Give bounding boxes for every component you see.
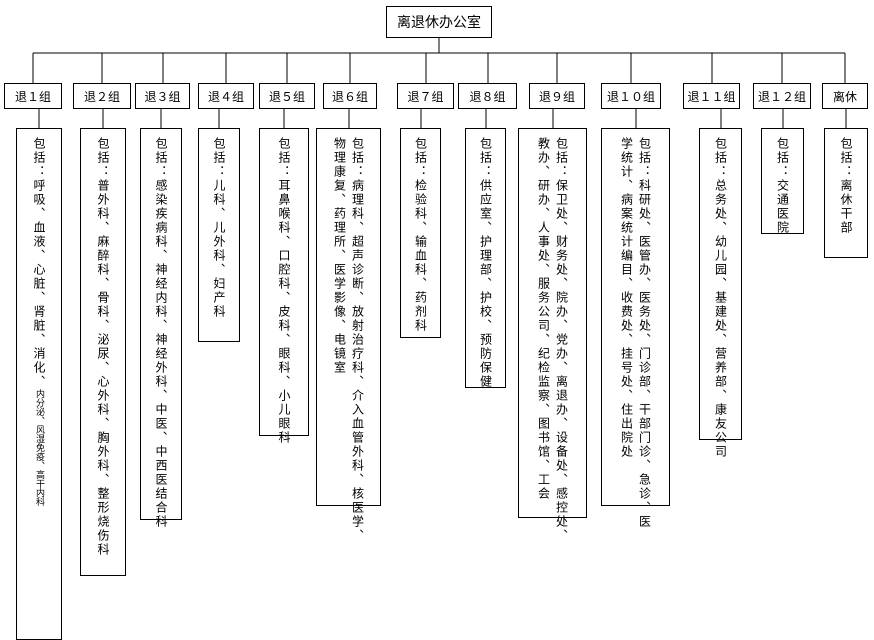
detail-column: 包括：呼吸、血液、心脏、肾脏、消化、内分泌、风湿免疫、高干内科 <box>31 137 47 639</box>
detail-node-g10: 包括：科研处、医管办、医务处、门诊部、干部门诊、急诊、医学统计、病案统计编目、收… <box>601 128 670 529</box>
group-node-g12: 退１２组 <box>753 83 811 109</box>
detail-node-g5: 包括：耳鼻喉科、口腔科、皮科、眼科、小儿眼科 <box>259 128 309 445</box>
group-node-g13: 离休 <box>822 83 868 109</box>
root-node: 离退休办公室 <box>386 6 492 38</box>
detail-column: 包括：总务处、幼儿园、基建处、营养部、康友公司 <box>713 137 729 459</box>
detail-text: 包括：呼吸、血液、心脏、肾脏、消化、 <box>32 137 46 389</box>
group-label: 退１１组 <box>687 89 736 104</box>
detail-text: 包括：耳鼻喉科、口腔科、皮科、眼科、小儿眼科 <box>277 137 291 445</box>
detail-column: 包括：儿科、儿外科、妇产科 <box>211 137 227 341</box>
group-node-g10: 退１０组 <box>601 83 661 109</box>
group-node-g1: 退１组 <box>4 83 62 109</box>
group-label: 退１２组 <box>757 89 806 104</box>
detail-node-g9: 包括：保卫处、财务处、院办、党办、离退办、设备处、感控处、教办、研办、人事处、服… <box>518 128 587 543</box>
group-node-g7: 退７组 <box>397 83 454 109</box>
detail-text: 包括：科研处、医管办、医务处、门诊部、干部门诊、急诊、医 <box>637 137 652 529</box>
group-label: 退１０组 <box>606 89 655 104</box>
detail-node-g8: 包括：供应室、护理部、护校、预防保健 <box>465 128 506 389</box>
detail-text-small: 内分泌、风湿免疫、高干内科 <box>34 389 44 506</box>
detail-text: 包括：病理科、超声诊断、放射治疗科、介入血管外科、核医学、 <box>350 137 365 543</box>
detail-node-g7: 包括：检验科、输血科、药剂科 <box>400 128 441 338</box>
detail-text: 包括：供应室、护理部、护校、预防保健 <box>478 137 493 389</box>
detail-column: 物理康复、药理所、医学影像、电镜室 <box>332 137 348 505</box>
group-label: 退７组 <box>407 89 444 104</box>
group-label: 退４组 <box>207 89 244 104</box>
detail-node-g12: 包括：交通医院 <box>761 128 804 235</box>
group-node-g8: 退８组 <box>458 83 517 109</box>
root-label: 离退休办公室 <box>397 15 481 31</box>
group-node-g4: 退４组 <box>198 83 254 109</box>
group-node-g6: 退６组 <box>323 83 377 109</box>
detail-text: 包括：感染疾病科、神经内科、神经外科、中医、中西医结合科 <box>154 137 168 529</box>
group-node-g2: 退２组 <box>73 83 131 109</box>
group-node-g5: 退５组 <box>259 83 315 109</box>
detail-column: 包括：供应室、护理部、护校、预防保健 <box>478 137 494 389</box>
detail-node-g11: 包括：总务处、幼儿园、基建处、营养部、康友公司 <box>699 128 742 459</box>
detail-column: 教办、研办、人事处、服务公司、纪检监察、图书馆、工会 <box>536 137 552 517</box>
detail-text: 包括：交通医院 <box>775 137 790 235</box>
detail-text: 教办、研办、人事处、服务公司、纪检监察、图书馆、工会 <box>536 137 551 501</box>
detail-node-g13: 包括：离休干部 <box>824 128 868 258</box>
detail-column: 包括：保卫处、财务处、院办、党办、离退办、设备处、感控处、 <box>554 137 570 543</box>
detail-column: 学统计、病案统计编目、收费处、挂号处、住出院处 <box>619 137 635 505</box>
group-label: 退６组 <box>331 89 368 104</box>
group-label: 退３组 <box>144 89 181 104</box>
group-node-g11: 退１１组 <box>683 83 740 109</box>
detail-node-g3: 包括：感染疾病科、神经内科、神经外科、中医、中西医结合科 <box>140 128 182 529</box>
detail-column: 包括：耳鼻喉科、口腔科、皮科、眼科、小儿眼科 <box>276 137 292 445</box>
detail-column: 包括：离休干部 <box>838 137 854 257</box>
detail-node-g2: 包括：普外科、麻醉科、骨科、泌尿、心外科、胸外科、整形烧伤科 <box>80 128 126 576</box>
group-label: 离休 <box>832 89 857 104</box>
detail-column: 包括：普外科、麻醉科、骨科、泌尿、心外科、胸外科、整形烧伤科 <box>95 137 111 575</box>
org-chart: 离退休办公室 退１组包括：呼吸、血液、心脏、肾脏、消化、内分泌、风湿免疫、高干内… <box>4 6 868 640</box>
group-label: 退２组 <box>83 89 120 104</box>
detail-text: 学统计、病案统计编目、收费处、挂号处、住出院处 <box>619 137 634 459</box>
detail-node-g4: 包括：儿科、儿外科、妇产科 <box>198 128 240 342</box>
detail-node-g1: 包括：呼吸、血液、心脏、肾脏、消化、内分泌、风湿免疫、高干内科 <box>16 128 62 640</box>
group-label: 退１组 <box>14 89 51 104</box>
detail-column: 包括：感染疾病科、神经内科、神经外科、中医、中西医结合科 <box>153 137 169 529</box>
detail-column: 包括：检验科、输血科、药剂科 <box>413 137 429 337</box>
connector-lines <box>32 38 847 128</box>
group-label: 退９组 <box>538 89 575 104</box>
detail-text: 包括：总务处、幼儿园、基建处、营养部、康友公司 <box>713 137 728 459</box>
detail-text: 包括：普外科、麻醉科、骨科、泌尿、心外科、胸外科、整形烧伤科 <box>96 137 110 557</box>
group-node-g3: 退３组 <box>135 83 190 109</box>
detail-column: 包括：科研处、医管办、医务处、门诊部、干部门诊、急诊、医 <box>637 137 653 529</box>
detail-text: 包括：离休干部 <box>839 137 853 235</box>
detail-text: 包括：儿科、儿外科、妇产科 <box>212 137 226 319</box>
detail-text: 物理康复、药理所、医学影像、电镜室 <box>332 137 347 375</box>
group-label: 退５组 <box>268 89 305 104</box>
detail-column: 包括：病理科、超声诊断、放射治疗科、介入血管外科、核医学、 <box>350 137 366 543</box>
group-label: 退８组 <box>469 89 506 104</box>
group-node-g9: 退９组 <box>529 83 585 109</box>
detail-text: 包括：保卫处、财务处、院办、党办、离退办、设备处、感控处、 <box>554 137 569 543</box>
detail-node-g6: 包括：病理科、超声诊断、放射治疗科、介入血管外科、核医学、物理康复、药理所、医学… <box>316 128 381 543</box>
detail-text: 包括：检验科、输血科、药剂科 <box>413 137 428 333</box>
detail-column: 包括：交通医院 <box>775 137 791 235</box>
